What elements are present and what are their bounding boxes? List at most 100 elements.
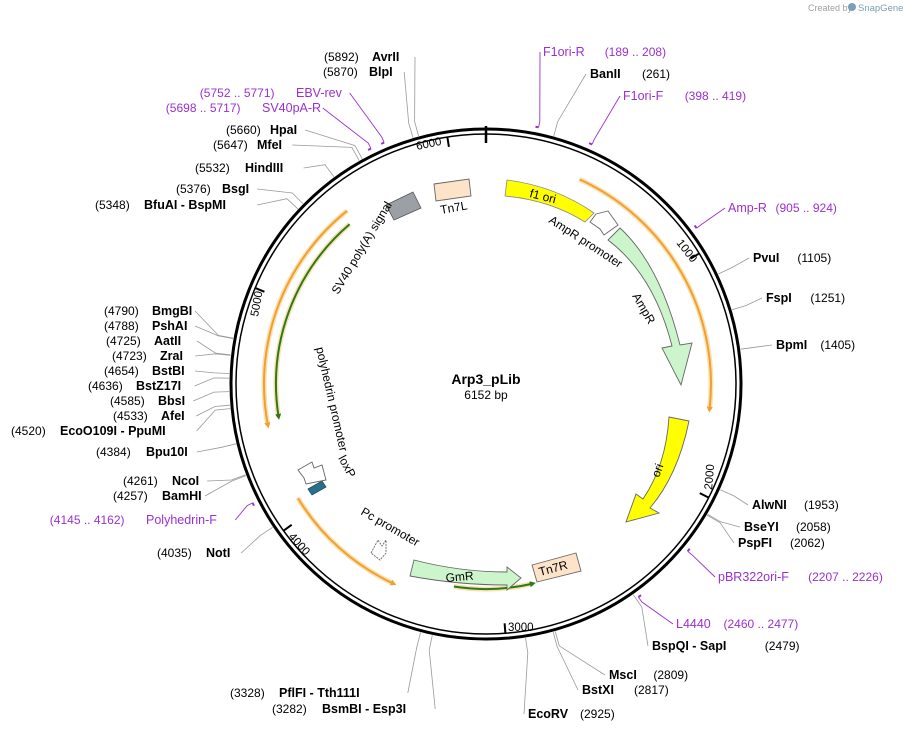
site-position: (5376)	[176, 182, 211, 196]
site-bfuai-bspmi[interactable]: BfuAI - BspMI(5348)	[95, 198, 226, 212]
site-pshai[interactable]: PshAI(4788)	[104, 319, 187, 333]
site-banii[interactable]: BanII(261)	[590, 67, 670, 81]
site-name: MscI	[609, 668, 637, 682]
site-name: BspQI - SapI	[652, 639, 726, 653]
site-position: (4533)	[113, 409, 148, 423]
orf-arc	[297, 497, 397, 586]
site-bamhi[interactable]: BamHI(4257)	[113, 489, 202, 503]
primer-polyhedrin-f[interactable]: Polyhedrin-F(4145 .. 4162)	[50, 502, 255, 527]
polyhedrin-promoter-label: polyhedrin promoter	[313, 346, 351, 453]
orf-arc-halo	[273, 222, 352, 418]
site-leader-line	[552, 631, 579, 691]
orf-arc	[579, 178, 713, 413]
primer-f1ori-f[interactable]: F1ori-F(398 .. 419)	[588, 89, 746, 146]
primer-amp-r[interactable]: Amp-R(905 .. 924)	[693, 201, 837, 229]
site-afei[interactable]: AfeI(4533)	[113, 409, 185, 423]
site-leader-line	[193, 391, 230, 402]
primer-mark	[686, 548, 691, 552]
site-bseyi[interactable]: BseYI(2058)	[744, 520, 831, 534]
site-position: (261)	[642, 67, 670, 81]
site-ncoi[interactable]: NcoI (4261)	[123, 474, 199, 488]
site-name: PflFI - Tth111I	[279, 686, 360, 700]
site-hindiii[interactable]: HindIII(5532)	[195, 161, 283, 175]
site-bspqi-sapi[interactable]: BspQI - SapI(2479)	[652, 639, 799, 653]
primer-f1ori-r[interactable]: F1ori-R(189 .. 208)	[535, 45, 666, 129]
site-aatii[interactable]: AatII(4725)	[106, 334, 181, 348]
site-bmgbi[interactable]: BmgBI(4790)	[104, 304, 192, 318]
site-leader-line	[303, 164, 335, 178]
feature-tn7r[interactable]: Tn7R	[531, 552, 582, 583]
site-bstxi[interactable]: BstXI(2817)	[582, 683, 669, 697]
site-name: EcoO109I - PpuMI	[60, 424, 166, 438]
primer-pbr322ori-f[interactable]: pBR322ori-F(2207 .. 2226)	[686, 548, 883, 584]
site-position: (1251)	[810, 291, 845, 305]
primer-l4440[interactable]: L4440(2460 .. 2477)	[637, 594, 798, 631]
site-position: (1105)	[797, 251, 831, 265]
site-hpai[interactable]: HpaI (5660)	[226, 123, 297, 137]
site-label-layer: AvrII(5892)BlpI(5870) HpaI (5660)MfeI(5647…	[11, 50, 855, 721]
gmr-arrow	[409, 559, 522, 591]
feature-sv40-polya[interactable]: SV40 poly(A) signal	[329, 191, 422, 297]
site-zrai[interactable]: ZraI(4723)	[112, 349, 183, 363]
feature-pc-promoter[interactable]: Pc promoter	[359, 504, 423, 561]
tick-label: 5000	[249, 290, 265, 317]
site-position: (4261)	[123, 474, 158, 488]
site-position: (5660)	[226, 123, 261, 137]
feature-tn7l[interactable]: Tn7L	[433, 178, 472, 217]
site-name: NotI	[206, 546, 230, 560]
site-position: (4257)	[113, 489, 148, 503]
site-pspfi[interactable]: PspFI(2062)	[738, 536, 825, 550]
feature-gmr[interactable]: GmR	[409, 559, 522, 591]
primer-leader-line	[638, 596, 674, 625]
site-bbsi[interactable]: BbsI(4585)	[110, 394, 185, 408]
site-leader-line	[196, 408, 231, 432]
site-name: AlwNI	[752, 498, 787, 512]
site-alwni[interactable]: AlwNI(1953)	[752, 498, 839, 512]
tn7l-label: Tn7L	[439, 198, 469, 217]
site-position: (4790)	[104, 304, 139, 318]
site-mfei[interactable]: MfeI(5647)	[213, 138, 282, 152]
site-bpmi[interactable]: BpmI(1405)	[776, 338, 855, 352]
site-blpi[interactable]: BlpI(5870)	[323, 65, 393, 79]
primer-sv40pa-r[interactable]: SV40pA-R(5698 .. 5717)	[166, 101, 372, 151]
site-msci[interactable]: MscI(2809)	[609, 668, 688, 682]
primer-mark	[380, 141, 385, 145]
site-leader-line	[196, 443, 237, 453]
tick-mark	[690, 252, 700, 260]
site-leader-line	[257, 188, 304, 204]
site-leader-line	[196, 404, 230, 417]
feature-ori[interactable]: ori	[625, 416, 690, 523]
site-bstz17i[interactable]: BstZ17I(4636)	[88, 379, 181, 393]
site-ecoo109i-ppumi[interactable]: EcoO109I - PpuMI(4520)	[11, 424, 166, 438]
feature-f1-ori[interactable]: f1 ori	[504, 179, 595, 223]
site-noti[interactable]: NotI(4035)	[157, 546, 230, 560]
site-pvui[interactable]: PvuI(1105)	[753, 251, 831, 265]
site-bstbi[interactable]: BstBI(4654)	[104, 364, 185, 378]
site-name: HpaI	[270, 123, 297, 137]
tick-label: 6000	[415, 136, 443, 153]
site-bsmbi-esp3i[interactable]: BsmBI - Esp3I(3282)	[272, 702, 406, 716]
loxp-label: loxP	[335, 453, 358, 480]
site-leader-line	[257, 198, 299, 210]
primer-leader-line	[591, 95, 621, 145]
ori-arrow	[625, 416, 690, 523]
site-ecorv[interactable]: EcoRV (2925)	[528, 707, 615, 721]
primer-layer: F1ori-R(189 .. 208)F1ori-F(398 .. 419) Am…	[50, 45, 883, 631]
orf-arc	[275, 223, 351, 420]
site-position: (2058)	[796, 520, 831, 534]
site-pflfi-tth111i[interactable]: PflFI - Tth111I(3328)	[230, 686, 360, 700]
primer-name: F1ori-F	[623, 89, 664, 103]
primer-ebv-rev[interactable]: EBV-rev(5752 .. 5771)	[200, 86, 385, 145]
site-avrii[interactable]: AvrII(5892)	[324, 50, 399, 64]
primer-range: (189 .. 208)	[605, 45, 666, 59]
site-bpu10i[interactable]: Bpu10I(4384)	[96, 445, 188, 459]
site-position: (2925)	[580, 707, 615, 721]
site-name: BlpI	[369, 65, 393, 79]
site-name: NcoI	[172, 474, 199, 488]
site-leader-line	[707, 513, 741, 528]
site-position: (2062)	[790, 536, 825, 550]
site-leader-line	[407, 632, 421, 694]
site-name: EcoRV	[528, 707, 569, 721]
site-bsgi[interactable]: BsgI(5376)	[176, 182, 249, 196]
site-fspi[interactable]: FspI(1251)	[766, 291, 845, 305]
